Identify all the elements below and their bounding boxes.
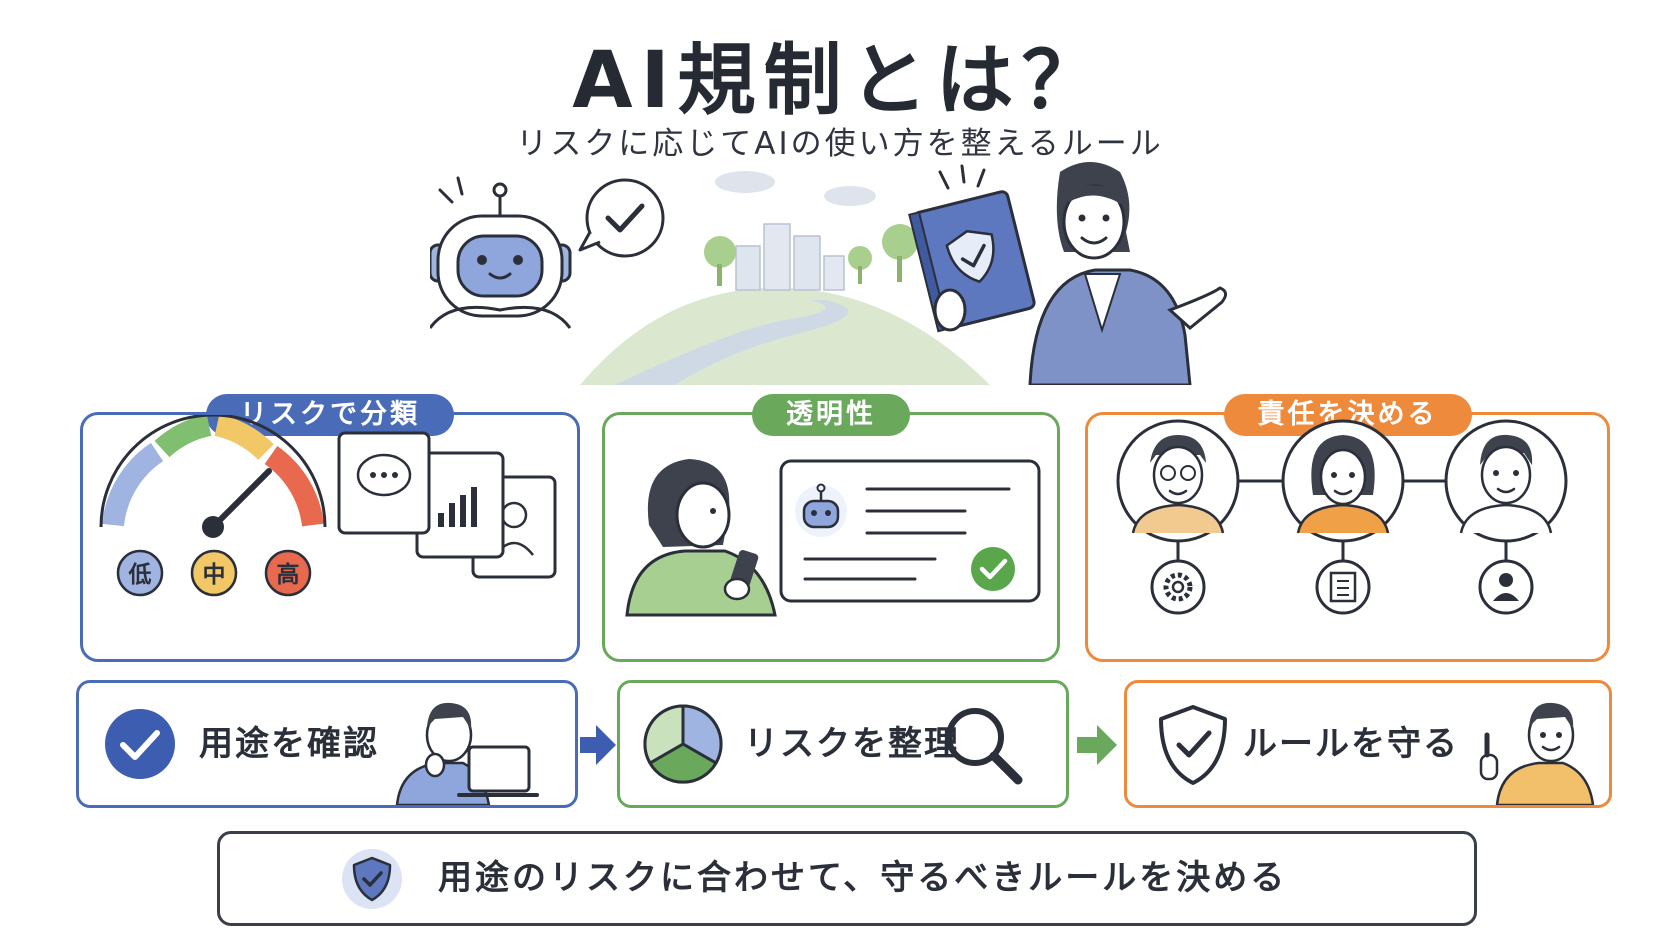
level-high-label: 高 xyxy=(277,561,300,588)
use-case-cards-icon xyxy=(337,431,557,579)
robot-illustration xyxy=(430,176,572,329)
arrow-right-icon xyxy=(580,725,616,765)
gear-icon xyxy=(1150,559,1206,615)
panel-risk-classification: リスクで分類 低 中 高 xyxy=(80,394,580,662)
step-icons xyxy=(1159,702,1595,805)
panel-transparency: 透明性 xyxy=(602,394,1060,662)
landscape-illustration xyxy=(580,171,990,385)
step-follow-rules: ルールを守る xyxy=(1124,680,1612,808)
level-high-badge: 高 xyxy=(264,549,312,597)
step-check-use-case: 用途を確認 xyxy=(76,680,578,808)
magnifier-icon xyxy=(946,708,1023,785)
person-with-phone-illustration xyxy=(625,459,777,617)
level-low-label: 低 xyxy=(128,562,152,588)
ai-disclosure-card-icon xyxy=(779,459,1041,603)
risk-gauge-icon xyxy=(99,415,327,538)
step-label: ルールを守る xyxy=(1243,724,1459,764)
level-mid-label: 中 xyxy=(203,562,226,588)
rulebook-person-illustration xyxy=(908,162,1227,385)
developer-avatar xyxy=(1116,419,1240,543)
step-label: リスクを整理 xyxy=(744,724,960,764)
operator-avatar xyxy=(1281,419,1405,543)
transparency-illustration xyxy=(625,459,1041,617)
thinking-person-icon xyxy=(395,702,539,805)
check-circle-icon xyxy=(105,709,175,779)
arrow-right-icon xyxy=(1077,725,1117,765)
summary-banner: 用途のリスクに合わせて、守るべきルールを決める xyxy=(217,831,1477,926)
page-title: AI規制とは？ xyxy=(572,36,1108,126)
shield-check-icon xyxy=(1159,705,1227,785)
step-label: 用途を確認 xyxy=(199,724,379,764)
step-icons xyxy=(105,702,539,805)
check-bubble-icon xyxy=(578,178,665,258)
summary-text: 用途のリスクに合わせて、守るべきルールを決める xyxy=(438,858,1288,898)
person-icon xyxy=(1478,559,1534,615)
hero-illustration xyxy=(430,162,1227,385)
page-subtitle: リスクに応じてAIの使い方を整えるルール xyxy=(516,126,1164,162)
responsibility-illustration xyxy=(1116,419,1568,615)
shield-check-icon xyxy=(342,849,402,909)
pie-chart-icon xyxy=(643,704,723,784)
step-icons xyxy=(643,704,1023,785)
building-icon xyxy=(1315,559,1371,615)
level-mid-badge: 中 xyxy=(190,549,238,597)
user-avatar xyxy=(1444,419,1568,543)
pointing-person-icon xyxy=(1479,702,1595,805)
step-organize-risk: リスクを整理 xyxy=(617,680,1069,808)
risk-illustration: 低 中 高 xyxy=(99,415,557,597)
level-low-badge: 低 xyxy=(116,549,164,597)
panel-title: 透明性 xyxy=(752,394,910,436)
panel-responsibility: 責任を決める xyxy=(1085,394,1610,662)
